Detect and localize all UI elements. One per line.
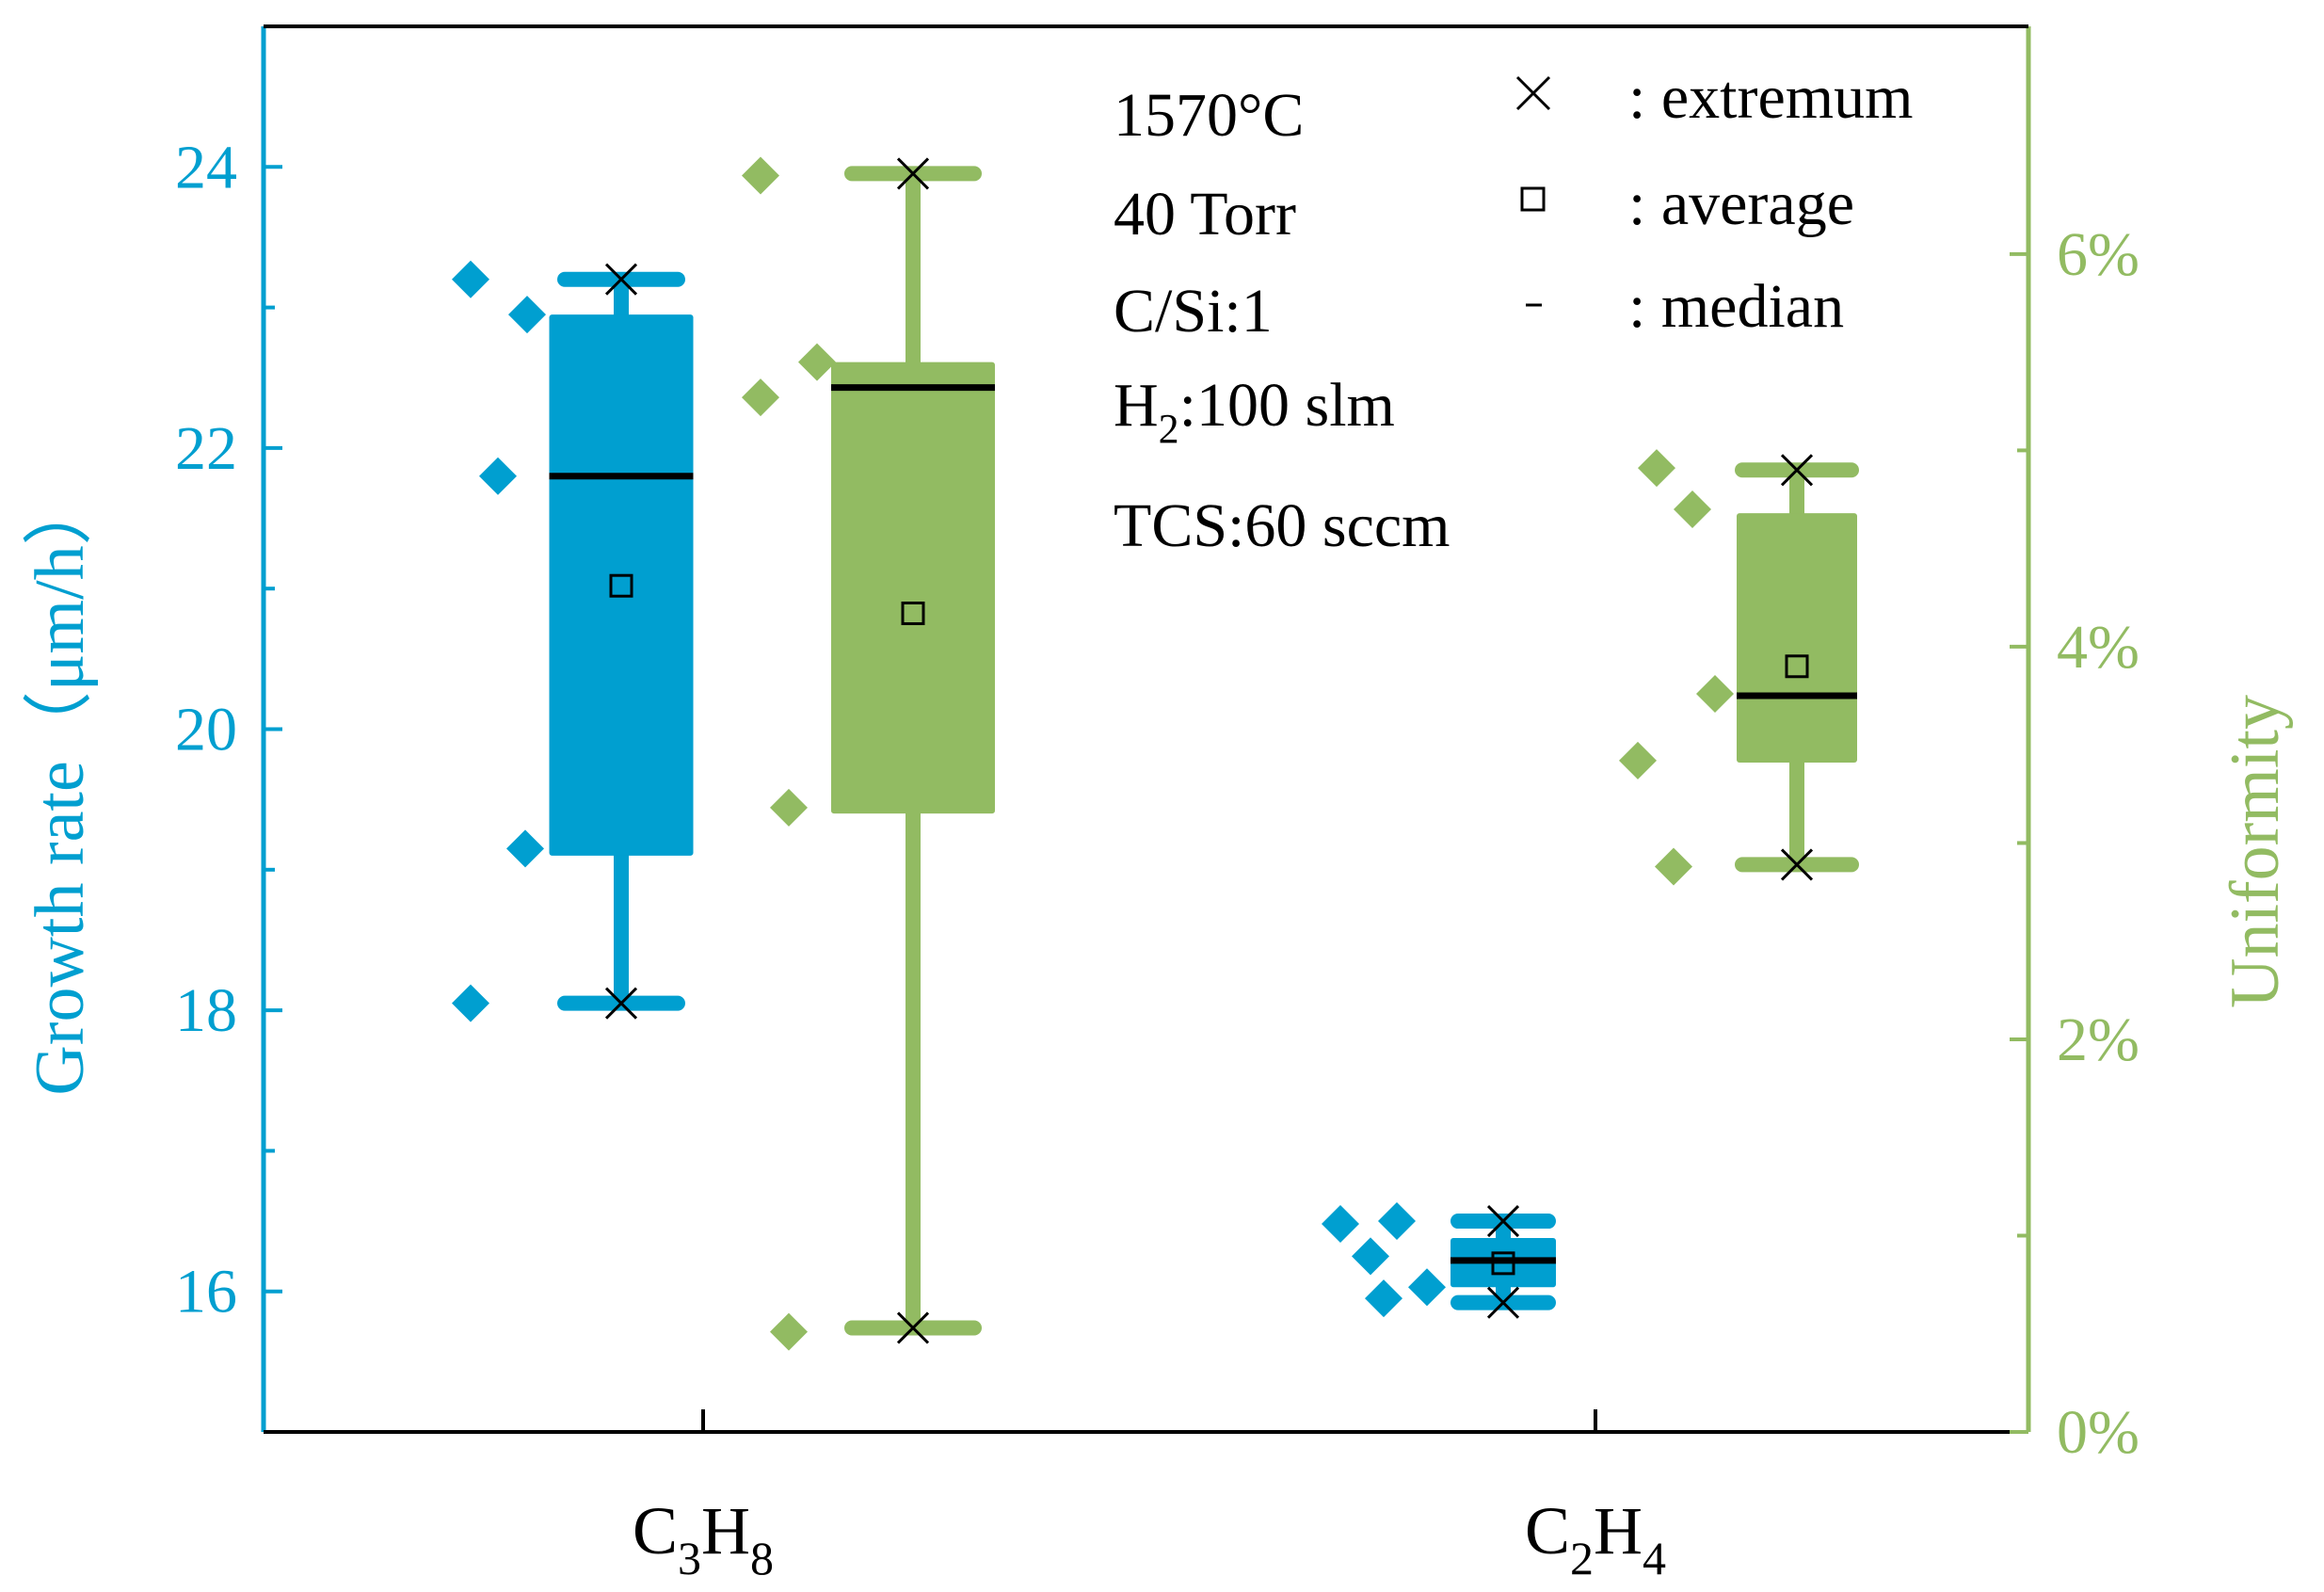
extremum-marker [896, 157, 930, 190]
annotation-temperature: 1570°C [1114, 81, 1304, 150]
legend-median: : median [1526, 272, 1844, 341]
right-axis-title: Uniformity [2217, 695, 2294, 1008]
cross-stroke [1486, 1204, 1520, 1238]
extremum-marker [604, 987, 638, 1020]
cross-stroke [1780, 454, 1814, 487]
legend: : extremum : average : median [1515, 63, 1913, 341]
annotation-block: 1570°C 40 Torr C/Si:1 H2:100 slm TCS:60 … [1114, 81, 1450, 560]
data-point [742, 156, 779, 195]
box-series-2 [1322, 1202, 1556, 1319]
extremum-marker [1780, 454, 1814, 487]
data-point [742, 378, 779, 417]
annotation-tcs-flow: TCS:60 sccm [1114, 491, 1450, 560]
data-point [798, 343, 836, 381]
cross-stroke [604, 987, 638, 1020]
data-point [452, 984, 489, 1022]
cross-stroke [1780, 848, 1814, 881]
data-point [1352, 1237, 1389, 1276]
legend-average-label: : average [1628, 169, 1854, 238]
data-point [479, 457, 517, 495]
left-tick-label: 20 [175, 696, 237, 764]
left-tick-label: 24 [175, 133, 237, 201]
data-point [1408, 1268, 1446, 1307]
data-point [1696, 674, 1734, 713]
left-tick-label: 22 [175, 414, 237, 483]
left-tick-label: 16 [175, 1258, 237, 1327]
x-axis: C3H8 C2H4 [633, 1409, 1666, 1584]
annotation-ratio: C/Si:1 [1114, 277, 1273, 346]
legend-extremum: : extremum [1515, 63, 1913, 132]
box-series-3 [1619, 449, 1859, 886]
iqr-box [549, 314, 694, 856]
data-point [770, 788, 808, 827]
data-point [1322, 1205, 1359, 1244]
iqr-box [831, 362, 995, 814]
extremum-marker [1780, 848, 1814, 881]
extremum-marker [1486, 1204, 1520, 1238]
data-point [508, 296, 546, 334]
mean-marker [1785, 654, 1809, 679]
data-point [1638, 449, 1675, 488]
cross-stroke [896, 157, 930, 190]
mean-marker [1491, 1251, 1515, 1276]
data-point [452, 260, 489, 298]
mean-marker [609, 573, 633, 598]
right-tick-label: 4% [2057, 613, 2140, 682]
extremum-marker [604, 263, 638, 296]
annotation-pressure: 40 Torr [1114, 180, 1296, 249]
legend-average: : average [1520, 169, 1854, 238]
box-series-0 [452, 260, 694, 1022]
cross-icon [1515, 75, 1551, 111]
data-point [1655, 847, 1692, 886]
x-category-label: C2H4 [1525, 1493, 1666, 1584]
iqr-box [1737, 513, 1857, 763]
plot-marks [452, 156, 1859, 1351]
mean-marker [901, 601, 925, 625]
legend-extremum-label: : extremum [1628, 63, 1913, 132]
cross-stroke [1486, 1286, 1520, 1319]
left-axis-title: Growth rate（μm/h） [22, 475, 99, 1095]
right-tick-label: 0% [2057, 1398, 2140, 1467]
x-category-label: C3H8 [633, 1493, 774, 1584]
data-point [1674, 490, 1711, 528]
right-tick-label: 2% [2057, 1005, 2140, 1074]
data-point [1365, 1279, 1402, 1318]
box-series-1 [742, 156, 995, 1351]
cross-stroke [604, 263, 638, 296]
right-tick-label: 6% [2057, 220, 2140, 289]
annotation-h2-flow: H2:100 slm [1114, 371, 1395, 452]
right-axis: 0% 2% 4% 6% Uniformity [2010, 220, 2294, 1467]
data-point [1619, 741, 1657, 780]
square-icon [1520, 186, 1546, 212]
left-tick-label: 18 [175, 976, 237, 1045]
data-point [770, 1312, 808, 1351]
cross-stroke [896, 1311, 930, 1344]
extremum-marker [1486, 1286, 1520, 1319]
legend-median-label: : median [1628, 272, 1844, 341]
data-point [1378, 1202, 1416, 1241]
extremum-marker [896, 1311, 930, 1344]
data-point [506, 829, 544, 868]
